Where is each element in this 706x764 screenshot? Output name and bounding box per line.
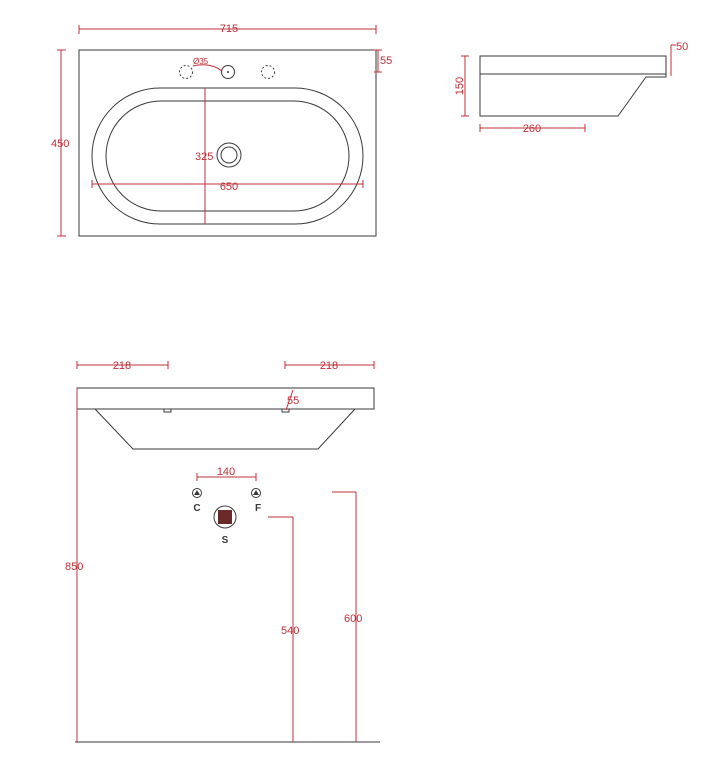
hot-label: F <box>255 503 261 514</box>
front-rim <box>76 387 375 410</box>
dim-tap-diameter-label: Ø35 <box>193 57 209 66</box>
front-bowl <box>94 408 356 450</box>
dim-front-rim-label: 55 <box>287 395 299 407</box>
dim-bowl-depth-label: 325 <box>195 151 213 163</box>
dim-waste-height-label: 600 <box>344 613 362 625</box>
tap-hole-center-dot <box>227 71 229 73</box>
front-view: 218 218 55 140 C F S <box>65 360 380 743</box>
side-view: 150 50 260 <box>454 41 688 135</box>
top-view: 715 450 55 Ø35 325 650 <box>51 23 392 237</box>
dim-front-right-label: 218 <box>320 360 338 372</box>
dim-depth-label: 450 <box>51 138 69 150</box>
bowl-outer <box>91 87 364 225</box>
dim-tap-offset-label: 55 <box>380 55 392 67</box>
dim-side-depth-label: 260 <box>523 123 541 135</box>
basin-outline <box>78 49 377 237</box>
hot-water-icon <box>251 488 261 498</box>
dim-tap-height-label: 540 <box>281 625 299 637</box>
waste-outlet-icon <box>213 505 237 529</box>
drain-outer <box>216 142 242 168</box>
drain-inner <box>220 146 238 164</box>
dim-bowl-width-label: 650 <box>220 181 238 193</box>
cold-water-icon <box>192 488 202 498</box>
dim-rim-height-label: 850 <box>65 561 83 573</box>
cold-label: C <box>193 503 200 514</box>
tap-hole-center <box>221 65 235 79</box>
dim-width-label: 715 <box>220 23 238 35</box>
tap-hole-left <box>179 65 193 79</box>
tap-hole-right <box>261 65 275 79</box>
dim-side-height-label: 150 <box>454 77 466 95</box>
dim-side-rim-label: 50 <box>676 41 688 53</box>
side-profile <box>479 55 667 117</box>
dim-front-left-label: 218 <box>113 360 131 372</box>
waste-label: S <box>222 535 229 546</box>
dim-hot-cold-spacing-label: 140 <box>217 466 235 478</box>
bowl-inner <box>105 100 350 212</box>
